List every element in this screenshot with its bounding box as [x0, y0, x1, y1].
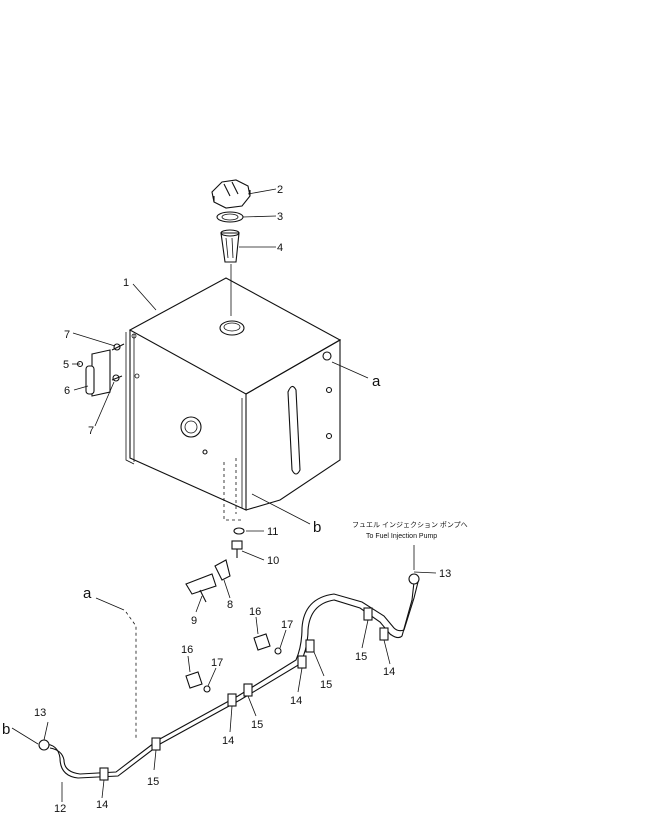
callout-14-left: 14 [96, 799, 108, 811]
callout-14-mid: 14 [290, 695, 302, 707]
callout-10: 10 [267, 555, 279, 567]
callout-16-upper: 16 [249, 606, 261, 618]
callout-7-lower: 7 [88, 425, 94, 437]
reference-line-a [125, 611, 137, 740]
callout-16-lower: 16 [181, 644, 193, 656]
callout-13-left: 13 [34, 707, 46, 719]
callout-4: 4 [277, 242, 283, 254]
filler-strainer [220, 229, 240, 316]
callout-1: 1 [123, 277, 129, 289]
callout-15-center: 15 [251, 719, 263, 731]
note-jp: フュエル インジェクション ポンプへ [352, 521, 468, 529]
callout-6: 6 [64, 385, 70, 397]
callout-7-upper: 7 [64, 329, 70, 341]
callout-14-center: 14 [222, 735, 234, 747]
fuel-cap [211, 179, 251, 209]
leader-lines [11, 188, 437, 802]
callout-15-mid: 15 [320, 679, 332, 691]
reference-a-pipe: a [83, 585, 92, 602]
callout-17-upper: 17 [281, 619, 293, 631]
fuel-tank [125, 277, 342, 521]
note-en: To Fuel Injection Pump [366, 533, 437, 540]
reference-b-tank: b [313, 519, 321, 536]
callout-12: 12 [54, 803, 66, 814]
callout-14-far: 14 [383, 666, 395, 678]
callout-15-far: 15 [355, 651, 367, 663]
mount-bracket [76, 343, 125, 397]
clamp-bolts [185, 633, 282, 693]
callout-17-lower: 17 [211, 657, 223, 669]
callout-15-left: 15 [147, 776, 159, 788]
callout-5: 5 [63, 359, 69, 371]
callout-13-right: 13 [439, 568, 451, 580]
callout-11: 11 [267, 526, 278, 538]
reference-b-pipe: b [2, 721, 10, 738]
callout-8: 8 [227, 599, 233, 611]
reference-a-tank: a [372, 373, 381, 390]
callout-9: 9 [191, 615, 197, 627]
callout-2: 2 [277, 184, 283, 196]
callout-3: 3 [277, 211, 283, 223]
fuel-pipe [38, 573, 420, 781]
cap-gasket [216, 211, 244, 223]
drain-fittings [185, 527, 245, 603]
